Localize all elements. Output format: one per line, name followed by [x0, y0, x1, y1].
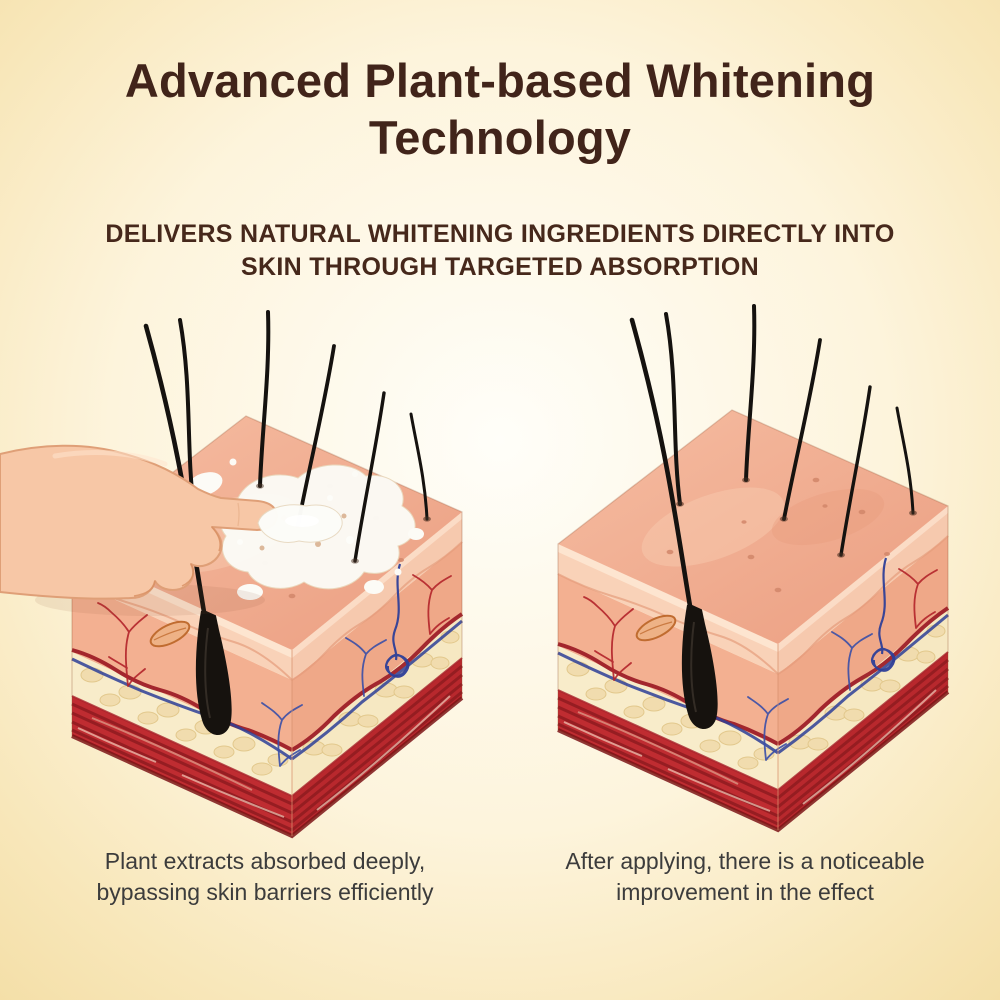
caption-after: After applying, there is a noticeable im…	[515, 846, 975, 908]
caption-after-line-2: improvement in the effect	[616, 879, 874, 906]
caption-after-line-1: After applying, there is a noticeable	[565, 848, 925, 874]
caption-before: Plant extracts absorbed deeply, bypassin…	[30, 846, 500, 908]
page-title: Advanced Plant-based Whitening Technolog…	[124, 54, 876, 165]
finger-creases	[133, 526, 221, 597]
skin-diagram-before	[0, 292, 464, 838]
hand-highlight	[52, 450, 168, 467]
subtitle-line-2: SKIN THROUGH TARGETED ABSORPTION	[241, 253, 759, 281]
knuckle-crease	[237, 502, 240, 527]
fingertip-cream	[237, 495, 354, 545]
skin-diagram-after	[556, 292, 950, 832]
page-subtitle: DELIVERS NATURAL WHITENING INGREDIENTS D…	[0, 218, 1000, 284]
subtitle-line-1: DELIVERS NATURAL WHITENING INGREDIENTS D…	[105, 220, 895, 248]
caption-before-line-2: bypassing skin barriers efficiently	[96, 879, 434, 906]
hand-applying-cream	[0, 444, 278, 616]
caption-before-line-1: Plant extracts absorbed deeply,	[104, 848, 426, 874]
